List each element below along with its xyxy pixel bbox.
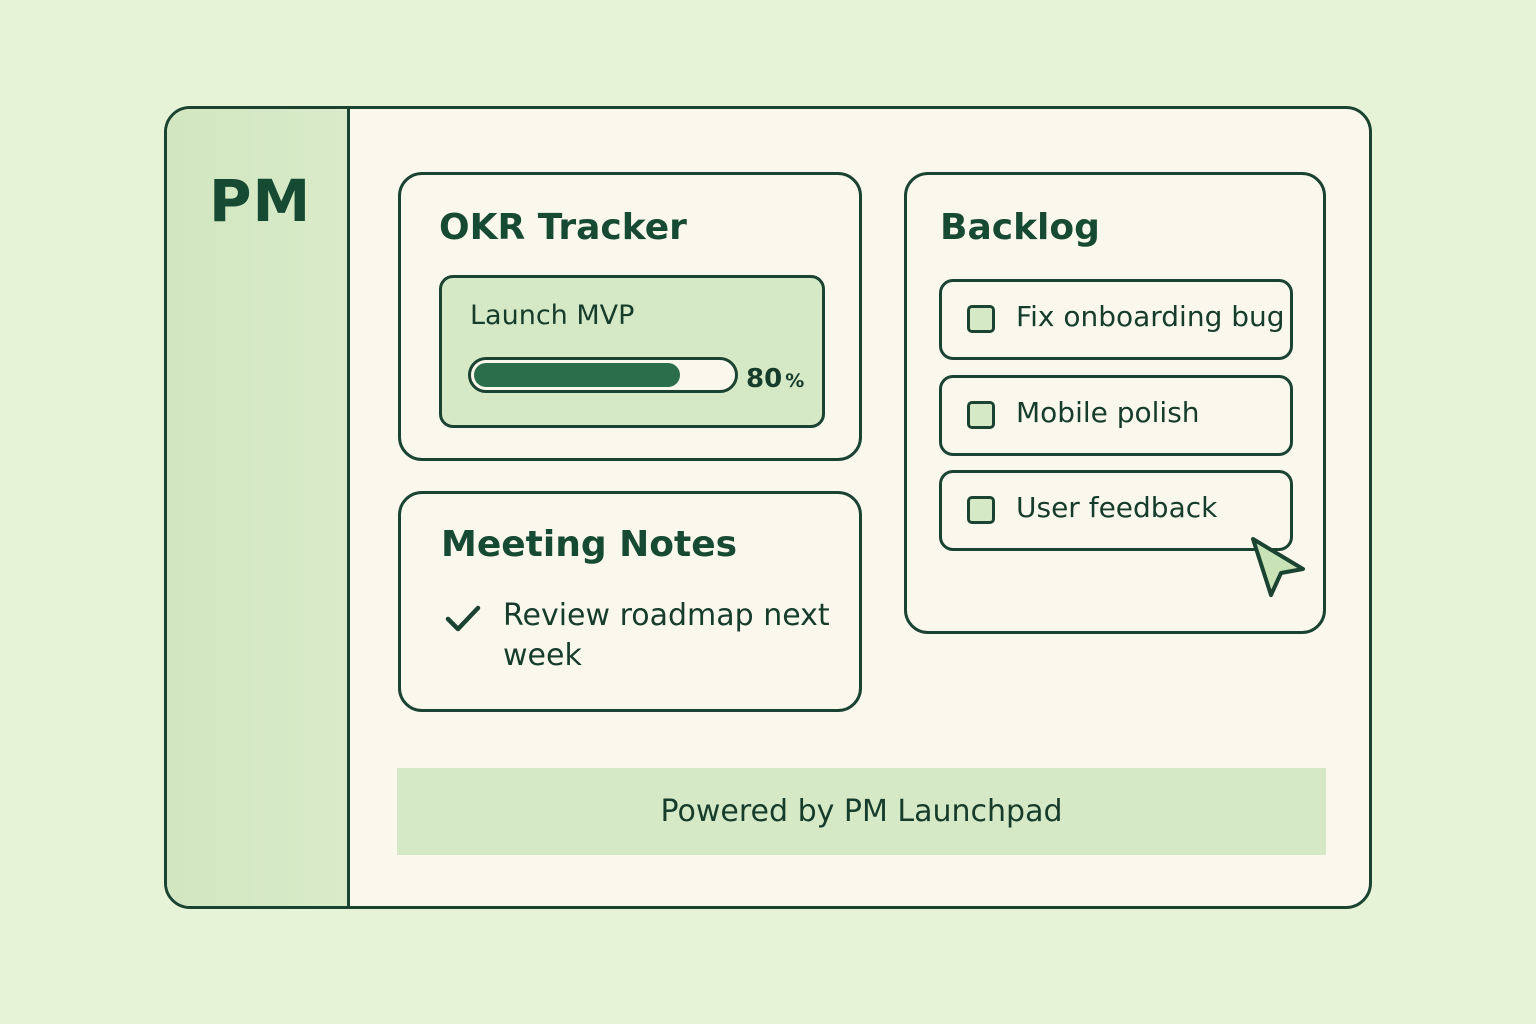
- okr-objective[interactable]: Launch MVP 80%: [439, 275, 825, 428]
- footer-text: Powered by PM Launchpad: [660, 794, 1063, 829]
- check-icon: [445, 605, 481, 632]
- meeting-notes-title: Meeting Notes: [441, 524, 738, 565]
- footer-banner: Powered by PM Launchpad: [397, 768, 1326, 855]
- progress-percent-value: 80: [746, 364, 783, 394]
- objective-name: Launch MVP: [470, 300, 635, 331]
- task-checkbox[interactable]: [967, 305, 995, 333]
- task-label: Fix onboarding bug: [1016, 300, 1285, 333]
- cursor-arrow-icon: [1251, 537, 1305, 597]
- sidebar: PM: [167, 109, 350, 906]
- okr-tracker-card: OKR Tracker Launch MVP 80%: [398, 172, 862, 461]
- backlog-item[interactable]: Fix onboarding bug: [939, 279, 1293, 360]
- backlog-card: Backlog Fix onboarding bug Mobile polish…: [904, 172, 1326, 634]
- task-label: User feedback: [1016, 491, 1218, 524]
- backlog-item[interactable]: User feedback: [939, 470, 1293, 551]
- progress-percent: 80%: [746, 364, 804, 394]
- progress-bar: [468, 357, 738, 393]
- progress-bar-fill: [474, 363, 680, 387]
- backlog-title: Backlog: [940, 207, 1100, 248]
- okr-tracker-title: OKR Tracker: [439, 207, 687, 248]
- backlog-item[interactable]: Mobile polish: [939, 375, 1293, 456]
- task-checkbox[interactable]: [967, 496, 995, 524]
- app-window: PM OKR Tracker Launch MVP 80% Meeting No…: [164, 106, 1372, 909]
- meeting-note-item[interactable]: Review roadmap next week: [503, 598, 830, 673]
- meeting-notes-card: Meeting Notes Review roadmap next week: [398, 491, 862, 712]
- progress-percent-unit: %: [785, 370, 805, 392]
- task-label: Mobile polish: [1016, 396, 1200, 429]
- app-logo[interactable]: PM: [209, 167, 312, 235]
- task-checkbox[interactable]: [967, 401, 995, 429]
